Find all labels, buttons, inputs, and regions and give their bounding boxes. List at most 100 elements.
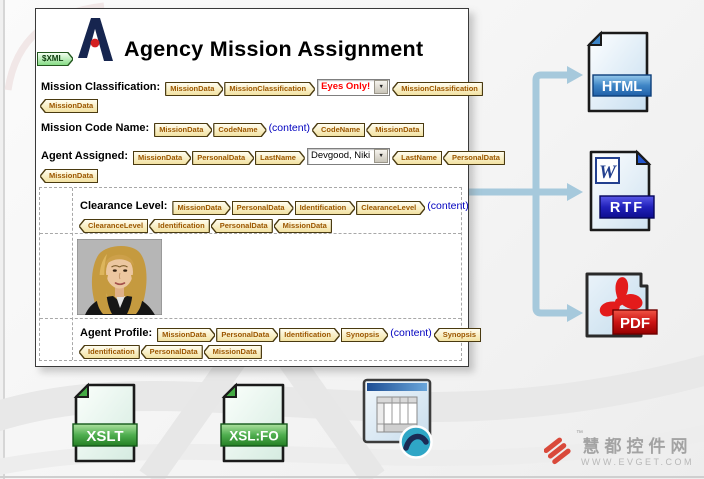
pdf-icon-label: PDF xyxy=(620,315,650,332)
xml-tag-close-PersonalData[interactable]: PersonalData xyxy=(141,341,202,359)
xml-tag-label: PersonalData xyxy=(211,220,272,233)
xml-tag-close-PersonalData[interactable]: PersonalData xyxy=(443,147,504,165)
dropdown-arrow-icon[interactable]: ▼ xyxy=(374,149,389,163)
xml-source-tag[interactable]: $XML xyxy=(38,48,72,66)
xml-tag-label: PersonalData xyxy=(141,346,202,359)
xml-tag-close-ClearanceLevel[interactable]: ClearanceLevel xyxy=(80,215,148,233)
rtf-file-icon: W RTF xyxy=(589,149,655,232)
xml-tag-label: ClearanceLevel xyxy=(80,220,148,233)
window-titlebar xyxy=(367,383,427,391)
xml-tag-open-MissionClassification[interactable]: MissionClassification xyxy=(225,78,314,96)
xslfo-file-icon: XSL:FO xyxy=(220,382,288,463)
xml-tag-open-PersonalData[interactable]: PersonalData xyxy=(233,197,293,215)
inline-dropdown[interactable]: Devgood, Niki▼ xyxy=(306,147,391,165)
adobe-swirl xyxy=(599,277,643,317)
xml-tag-open-PersonalData[interactable]: PersonalData xyxy=(217,324,277,342)
xml-tag-open-MissionData[interactable]: MissionData xyxy=(158,324,214,342)
spreadsheet-grid xyxy=(376,396,418,433)
xml-tag-label: PersonalData xyxy=(443,152,504,165)
xml-tag-open-Identification[interactable]: Identification xyxy=(280,324,339,342)
xml-tag-label: MissionData xyxy=(274,220,331,233)
stylevision-app-icon xyxy=(362,378,433,459)
mission-classification-close-row: MissionData xyxy=(41,95,98,113)
pdf-file-icon: PDF xyxy=(585,272,658,338)
arrowhead-html xyxy=(567,66,583,84)
altova-badge-circle xyxy=(399,425,433,459)
xml-tag-close-MissionData[interactable]: MissionData xyxy=(367,119,424,137)
xml-tag-label: Identification xyxy=(150,220,209,233)
xml-tag-label: MissionData xyxy=(173,202,229,214)
xml-tag-close-MissionData[interactable]: MissionData xyxy=(274,215,331,233)
altova-badge-swoosh xyxy=(403,433,429,451)
xml-tag-open-ClearanceLevel[interactable]: ClearanceLevel xyxy=(357,197,424,215)
xml-tag-close-PersonalData[interactable]: PersonalData xyxy=(211,215,272,233)
xml-tag-label: Identification xyxy=(80,346,139,359)
xml-tag-label: MissionData xyxy=(155,124,211,136)
xml-tag-close-MissionData[interactable]: MissionData xyxy=(204,341,261,359)
xml-tag-close-MissionData[interactable]: MissionData xyxy=(41,165,98,183)
xml-tag-label: LastName xyxy=(256,152,304,164)
xml-tag-open-PersonalData[interactable]: PersonalData xyxy=(193,147,253,165)
xml-tag-close-MissionData[interactable]: MissionData xyxy=(41,95,98,113)
content-placeholder[interactable]: (content) xyxy=(427,200,469,212)
watermark: ™ 慧都控件网 WWW.EVGET.COM xyxy=(543,430,694,471)
agent-assigned-label: Agent Assigned: xyxy=(41,150,128,162)
xml-tag-close-MissionClassification[interactable]: MissionClassification xyxy=(393,78,482,96)
content-placeholder[interactable]: (content) xyxy=(390,327,432,339)
xml-tag-open-CodeName[interactable]: CodeName xyxy=(214,119,265,137)
xml-source-tag-label: $XML xyxy=(38,53,72,65)
xml-tag-label: Synopsis xyxy=(434,329,481,342)
xslt-icon-label: XSLT xyxy=(86,428,123,445)
html-file-icon: HTML xyxy=(586,30,652,113)
inline-dropdown[interactable]: Eyes Only!▼ xyxy=(317,78,391,96)
xml-tag-label: MissionData xyxy=(41,170,98,183)
xml-tag-label: MissionData xyxy=(41,100,98,113)
xml-tag-close-Synopsis[interactable]: Synopsis xyxy=(434,324,481,342)
xml-tag-label: MissionData xyxy=(158,329,214,341)
word-w-glyph: W xyxy=(599,162,617,183)
table-row-divider-1 xyxy=(40,233,461,234)
xml-tag-close-Identification[interactable]: Identification xyxy=(150,215,209,233)
table-column-divider xyxy=(72,188,73,360)
xml-tag-open-Synopsis[interactable]: Synopsis xyxy=(342,324,387,342)
xml-tag-open-LastName[interactable]: LastName xyxy=(256,147,304,165)
watermark-site-url: WWW.EVGET.COM xyxy=(581,457,694,468)
xml-tag-label: Identification xyxy=(296,202,355,214)
word-logo-box xyxy=(595,157,620,184)
xml-tag-open-Identification[interactable]: Identification xyxy=(296,197,355,215)
arrowhead-rtf xyxy=(567,183,583,201)
xml-tag-open-MissionData[interactable]: MissionData xyxy=(173,197,229,215)
xml-tag-label: PersonalData xyxy=(233,202,293,214)
xml-tag-label: CodeName xyxy=(313,124,365,137)
xml-tag-close-LastName[interactable]: LastName xyxy=(393,147,441,165)
agent-photo xyxy=(77,239,162,315)
trademark-symbol: ™ xyxy=(576,430,583,437)
xml-tag-open-MissionData[interactable]: MissionData xyxy=(134,147,190,165)
xml-tag-close-Identification[interactable]: Identification xyxy=(80,341,139,359)
altova-logo-red-dot xyxy=(90,38,100,48)
content-placeholder[interactable]: (content) xyxy=(268,122,310,134)
document-title: Agency Mission Assignment xyxy=(124,37,424,61)
xml-tag-close-CodeName[interactable]: CodeName xyxy=(313,119,365,137)
xml-tag-label: MissionData xyxy=(134,152,190,164)
xml-tag-label: MissionData xyxy=(204,346,261,359)
dropdown-arrow-icon[interactable]: ▼ xyxy=(374,80,389,94)
xml-tag-open-MissionData[interactable]: MissionData xyxy=(155,119,211,137)
agent-profile-label: Agent Profile: xyxy=(80,327,153,339)
dropdown-value: Devgood, Niki xyxy=(310,150,371,162)
xml-tag-label: Synopsis xyxy=(342,329,387,341)
altova-logo xyxy=(78,18,113,61)
xml-tag-open-MissionData[interactable]: MissionData xyxy=(166,78,222,96)
table-row-divider-2 xyxy=(40,318,461,319)
xslfo-icon-label: XSL:FO xyxy=(229,429,279,444)
xml-tag-label: PersonalData xyxy=(217,329,277,341)
